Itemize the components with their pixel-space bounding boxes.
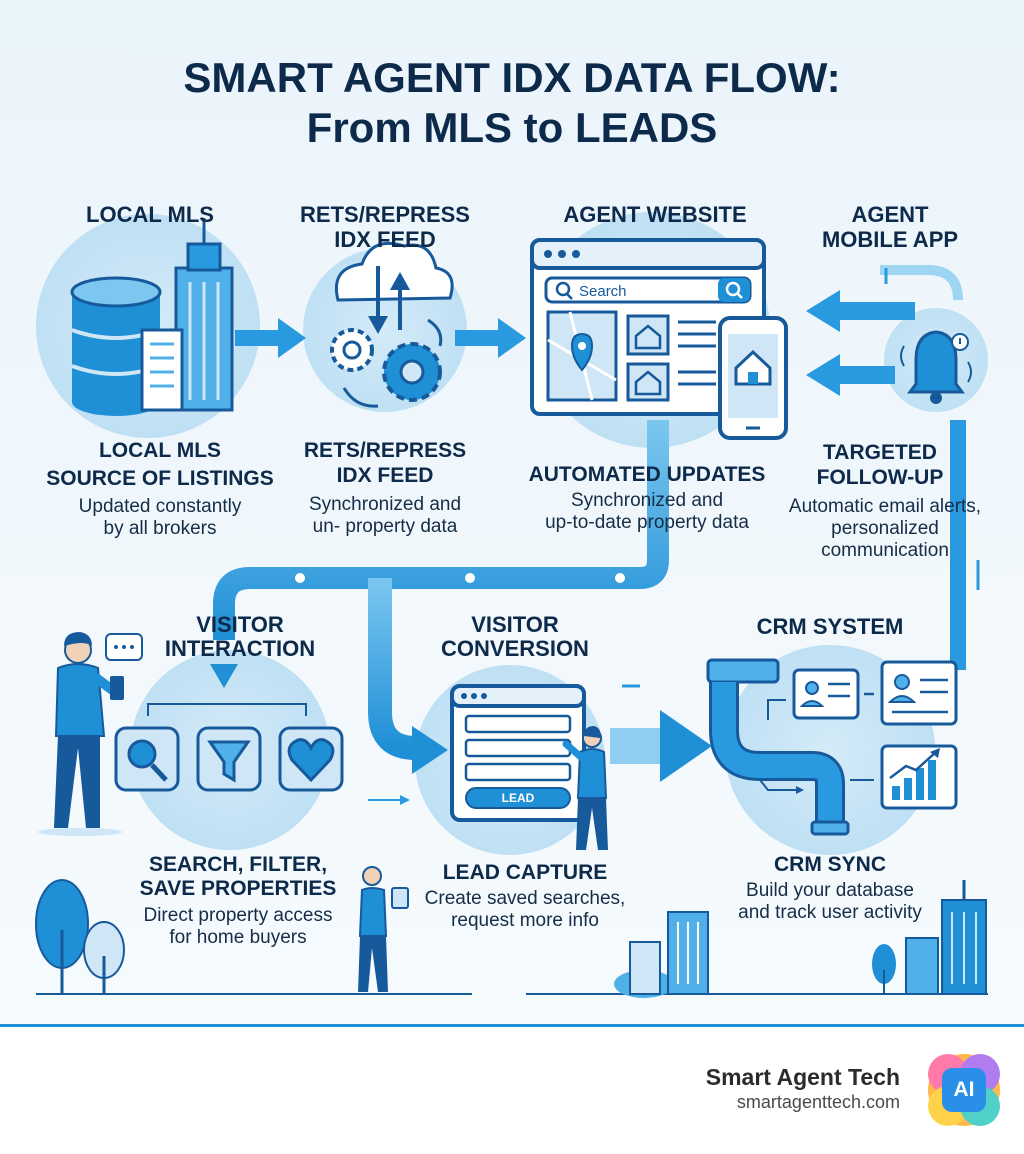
crm-sync-desc-2: and track user activity — [738, 902, 922, 923]
brand-url[interactable]: smartagenttech.com — [736, 1092, 900, 1112]
crm-pipe-icon — [706, 658, 874, 836]
arrow-conversion-to-crm — [610, 710, 712, 782]
idx-feed-label-2: IDX FEED — [334, 227, 436, 252]
data-pipe — [210, 420, 669, 774]
minor-arrows — [368, 684, 640, 805]
title-line-2: From MLS to LEADS — [306, 104, 718, 151]
brand-name: Smart Agent Tech — [705, 1064, 900, 1090]
local-mls-label: LOCAL MLS — [86, 202, 214, 227]
automated-updates-heading: AUTOMATED UPDATES — [528, 463, 766, 486]
idx-feed-desc-1: Synchronized and — [308, 494, 462, 515]
crm-sync-desc-1: Build your database — [746, 880, 914, 901]
conversion-person-icon — [562, 726, 608, 850]
lead-submit-button[interactable]: LEAD — [502, 791, 535, 805]
targeted-followup-heading-1: TARGETED — [823, 441, 937, 464]
brand-logo-text: AI — [953, 1078, 975, 1101]
search-filter-desc-2: for home buyers — [169, 927, 307, 948]
bell-icon — [900, 330, 972, 404]
visitor-conversion-label-1: VISITOR — [471, 612, 559, 637]
mobile-app-label-2: MOBILE APP — [821, 227, 959, 252]
lead-form-icon — [450, 684, 586, 822]
office-building-icon — [140, 218, 234, 412]
automated-updates-desc-2: up-to-date property data — [545, 512, 749, 533]
visitor-conversion-label-2: CONVERSION — [441, 636, 589, 661]
lead-capture-desc-1: Create saved searches, — [424, 888, 626, 909]
crm-system-label: CRM SYSTEM — [756, 614, 904, 639]
analytics-chart-icon — [880, 744, 958, 810]
brand-logo-icon — [928, 1054, 1000, 1126]
agent-website-label: AGENT WEBSITE — [563, 202, 747, 227]
visitor-person-icon — [38, 632, 143, 836]
targeted-followup-desc-1: Automatic email alerts, — [788, 496, 982, 517]
listing-home-icons — [626, 314, 716, 402]
local-mls-desc-1: Updated constantly — [78, 496, 242, 517]
lead-capture-heading: LEAD CAPTURE — [442, 861, 608, 884]
phone-icon — [718, 316, 788, 440]
idx-feed-heading-1: RETS/REPRESS — [303, 439, 467, 462]
arrow-feed-to-website — [455, 318, 526, 358]
lead-capture-desc-2: request more info — [451, 910, 599, 931]
targeted-followup-desc-2: personalized — [831, 518, 939, 539]
targeted-followup-heading-2: FOLLOW-UP — [816, 466, 944, 489]
arrow-to-mobile-top — [806, 290, 915, 332]
arrow-to-mobile-bottom — [806, 354, 895, 396]
local-mls-heading: LOCAL MLS — [98, 439, 222, 462]
crm-sync-heading: CRM SYNC — [773, 853, 886, 876]
visitor-interaction-label-2: INTERACTION — [164, 636, 316, 661]
background — [0, 0, 1024, 1026]
mobile-app-label-1: AGENT — [851, 202, 929, 227]
arrow-mls-to-feed — [235, 318, 306, 358]
title-line-1: SMART AGENT IDX DATA FLOW: — [183, 54, 841, 101]
search-filter-heading-1: SEARCH, FILTER, — [148, 853, 328, 876]
search-filter-save-icons — [114, 703, 344, 792]
contact-card-icons — [792, 660, 958, 726]
visitor-interaction-label-1: VISITOR — [196, 612, 284, 637]
automated-updates-desc-1: Synchronized and — [570, 490, 724, 511]
map-pin-icon — [546, 310, 618, 402]
website-search-placeholder[interactable]: Search — [579, 283, 627, 300]
local-mls-desc-2: by all brokers — [103, 518, 217, 539]
ground-scenery — [35, 866, 988, 998]
idx-feed-label-1: RETS/REPRESS — [300, 202, 470, 227]
cloud-sync-icon — [335, 241, 454, 334]
search-filter-desc-1: Direct property access — [143, 905, 333, 926]
gears-icon — [330, 318, 443, 408]
search-filter-heading-2: SAVE PROPERTIES — [139, 877, 337, 900]
targeted-followup-desc-3: communication — [821, 540, 949, 561]
footer-divider — [0, 1024, 1024, 1027]
idx-feed-desc-2: un- property data — [312, 516, 458, 537]
idx-feed-heading-2: IDX FEED — [336, 464, 434, 487]
local-mls-subheading: SOURCE OF LISTINGS — [46, 467, 274, 490]
